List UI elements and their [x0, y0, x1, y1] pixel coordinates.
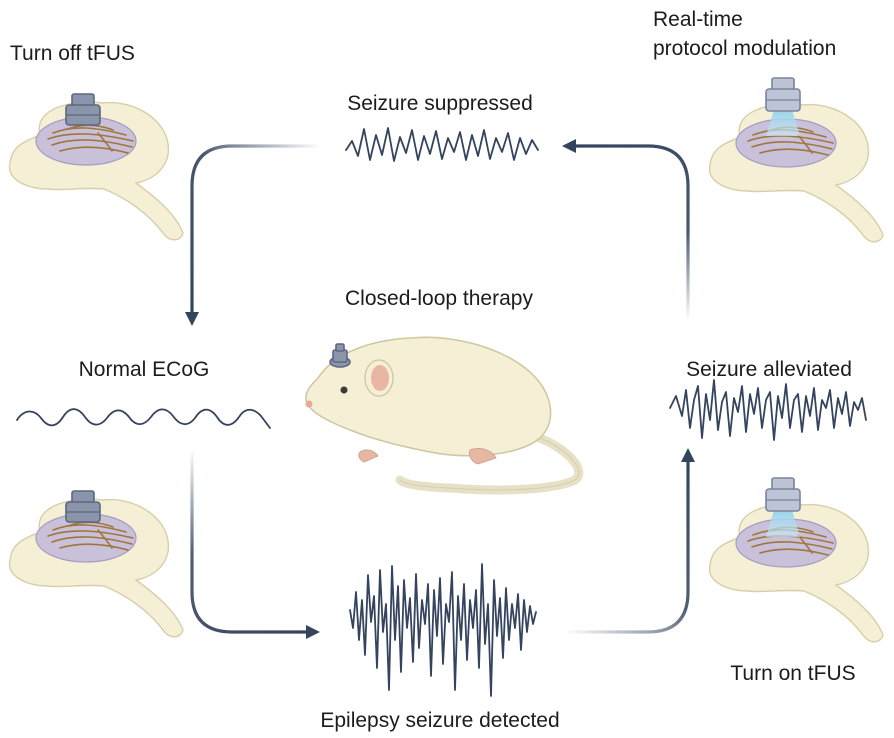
tfus-transducer-icon-on-bottom [765, 477, 801, 512]
arrow-alleviated-to-suppressed [574, 144, 690, 322]
tfus-transducer-icon-off-top [65, 93, 101, 126]
tfus-transducer-icon-off-bottom [65, 490, 101, 523]
arrow-head-down [185, 312, 199, 326]
arrow-normal-to-detected [190, 450, 308, 634]
label-real-time: Real-time [653, 8, 743, 31]
label-epilepsy-seizure-detected: Epilepsy seizure detected [320, 709, 559, 732]
label-turn-on-tfus: Turn on tFUS [730, 662, 855, 685]
label-protocol-modulation: protocol modulation [653, 37, 836, 60]
normal-ecog-wave [16, 408, 271, 429]
label-seizure-alleviated: Seizure alleviated [686, 358, 852, 381]
alleviated-wave [669, 379, 867, 441]
arrow-head-left [562, 139, 576, 153]
seizure-detected-wave [349, 563, 537, 697]
label-normal-ecog: Normal ECoG [79, 358, 210, 381]
ultrasound-beam-icon-top [766, 110, 800, 136]
arrow-suppressed-to-normal [190, 144, 320, 314]
label-turn-off-tfus: Turn off tFUS [10, 42, 135, 65]
label-closed-loop-therapy: Closed-loop therapy [345, 287, 533, 310]
arrow-detected-to-alleviated [564, 460, 690, 634]
tfus-transducer-icon-on-top [765, 77, 801, 112]
ultrasound-beam-icon-bottom [766, 510, 800, 537]
arrow-head-right [306, 625, 320, 639]
label-seizure-suppressed: Seizure suppressed [347, 92, 533, 115]
mouse-icon [305, 336, 584, 495]
suppressed-wave [345, 127, 539, 162]
arrow-head-up [681, 448, 695, 462]
